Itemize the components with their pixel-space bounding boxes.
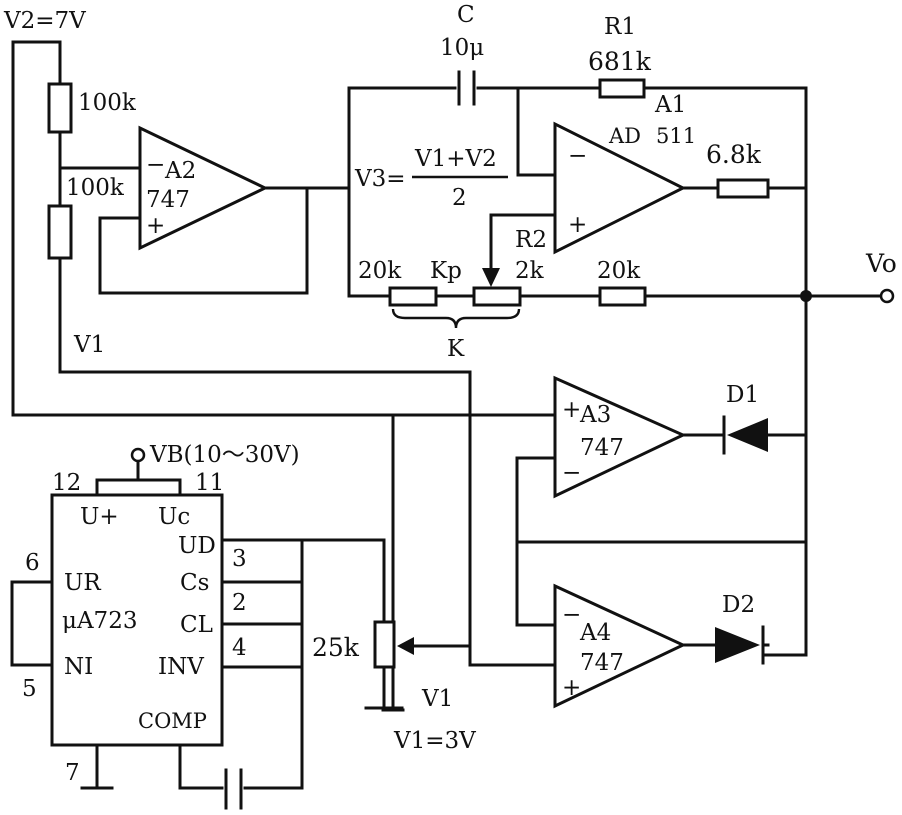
label-r-out: 6.8k	[706, 140, 762, 169]
label-a1-model1: AD	[608, 124, 641, 148]
opamp-a2	[138, 125, 269, 251]
label-v3-den: 2	[452, 185, 467, 211]
label-r2-value: 2k	[515, 258, 545, 284]
diode-d1	[722, 415, 768, 455]
label-d1: D1	[726, 382, 759, 408]
label-a3-minus: −	[562, 460, 581, 486]
pot-wiper-arrow	[397, 637, 414, 655]
label-pin4: 4	[232, 635, 247, 661]
label-a2-minus: −	[146, 152, 165, 178]
wires	[10, 40, 882, 790]
label-pot: 25k	[312, 633, 360, 662]
label-ic-name: μA723	[62, 608, 137, 634]
resistor-100k-top	[47, 82, 73, 134]
label-c-name: C	[457, 2, 475, 28]
label-a1-model2: 511	[656, 124, 696, 148]
label-a1-name: A1	[654, 92, 686, 118]
label-r1-name: R1	[604, 14, 636, 40]
label-a4-minus: −	[562, 602, 581, 628]
label-vb: VB(10～30V)	[149, 442, 300, 468]
resistor-20k-out	[598, 286, 647, 307]
label-a3-plus: +	[562, 397, 581, 423]
label-kp: Kp	[430, 258, 462, 284]
label-c-value: 10μ	[440, 35, 484, 61]
label-a3-name: A3	[579, 402, 611, 428]
label-v1-val: V1=3V	[393, 728, 476, 754]
opamp-a3	[553, 375, 687, 499]
opamp-a4	[553, 583, 687, 709]
label-pin7: 7	[65, 760, 80, 786]
label-d2: D2	[722, 592, 755, 618]
label-pin12: 12	[52, 470, 81, 496]
label-r-bottom: 100k	[66, 175, 125, 201]
capacitor-c	[457, 70, 476, 106]
brace-k	[391, 308, 521, 329]
r2-wiper-arrow	[482, 268, 500, 287]
label-vo: Vo	[865, 249, 897, 278]
label-a3-model: 747	[580, 435, 624, 461]
resistor-6-8k	[716, 178, 770, 199]
label-ud: UD	[178, 533, 216, 559]
resistor-100k-bottom	[47, 204, 73, 260]
opamp-a1	[553, 121, 687, 255]
diode-d2	[715, 625, 765, 665]
ua723-ic	[50, 493, 224, 747]
label-a1-plus: +	[568, 212, 587, 238]
label-v3-num: V1+V2	[414, 146, 497, 172]
label-a4-plus: +	[562, 675, 581, 701]
label-v2: V2=7V	[3, 8, 86, 34]
label-r-left: 20k	[358, 258, 402, 284]
label-ni: NI	[64, 654, 93, 680]
label-r-top: 100k	[78, 90, 137, 116]
label-inv: INV	[158, 654, 204, 680]
label-cs: Cs	[180, 570, 209, 596]
label-uc: Uc	[158, 504, 190, 530]
label-pin5: 5	[22, 676, 37, 702]
label-a1-minus: −	[568, 143, 587, 169]
vb-terminal	[130, 447, 146, 463]
output-junction-dot	[800, 290, 812, 302]
label-pin2: 2	[232, 590, 247, 616]
label-v3-lhs: V3=	[354, 166, 406, 192]
label-a4-name: A4	[579, 620, 611, 646]
vo-terminal	[879, 288, 895, 304]
label-r2-name: R2	[515, 227, 547, 253]
resistor-r2	[472, 286, 522, 307]
label-k: K	[447, 336, 465, 362]
label-r1-value: 681k	[588, 47, 652, 76]
label-a2-model: 747	[146, 187, 190, 213]
resistor-r1	[598, 78, 646, 99]
label-pin11: 11	[195, 470, 224, 496]
label-ur: UR	[64, 570, 101, 596]
label-comp: COMP	[138, 709, 207, 733]
potentiometer-25k	[373, 620, 396, 669]
label-pin6: 6	[25, 550, 40, 576]
label-v1-left: V1	[73, 332, 105, 358]
label-a2-name: A2	[164, 158, 196, 184]
label-u-plus: U+	[80, 504, 119, 530]
resistor-20k-kp	[388, 286, 438, 307]
label-cl: CL	[180, 612, 213, 638]
label-r-right: 20k	[597, 258, 641, 284]
label-a2-plus: +	[146, 213, 165, 239]
label-v1-pot: V1	[421, 686, 453, 712]
label-a4-model: 747	[580, 650, 624, 676]
capacitor-comp	[224, 768, 243, 810]
label-pin3: 3	[232, 546, 247, 572]
